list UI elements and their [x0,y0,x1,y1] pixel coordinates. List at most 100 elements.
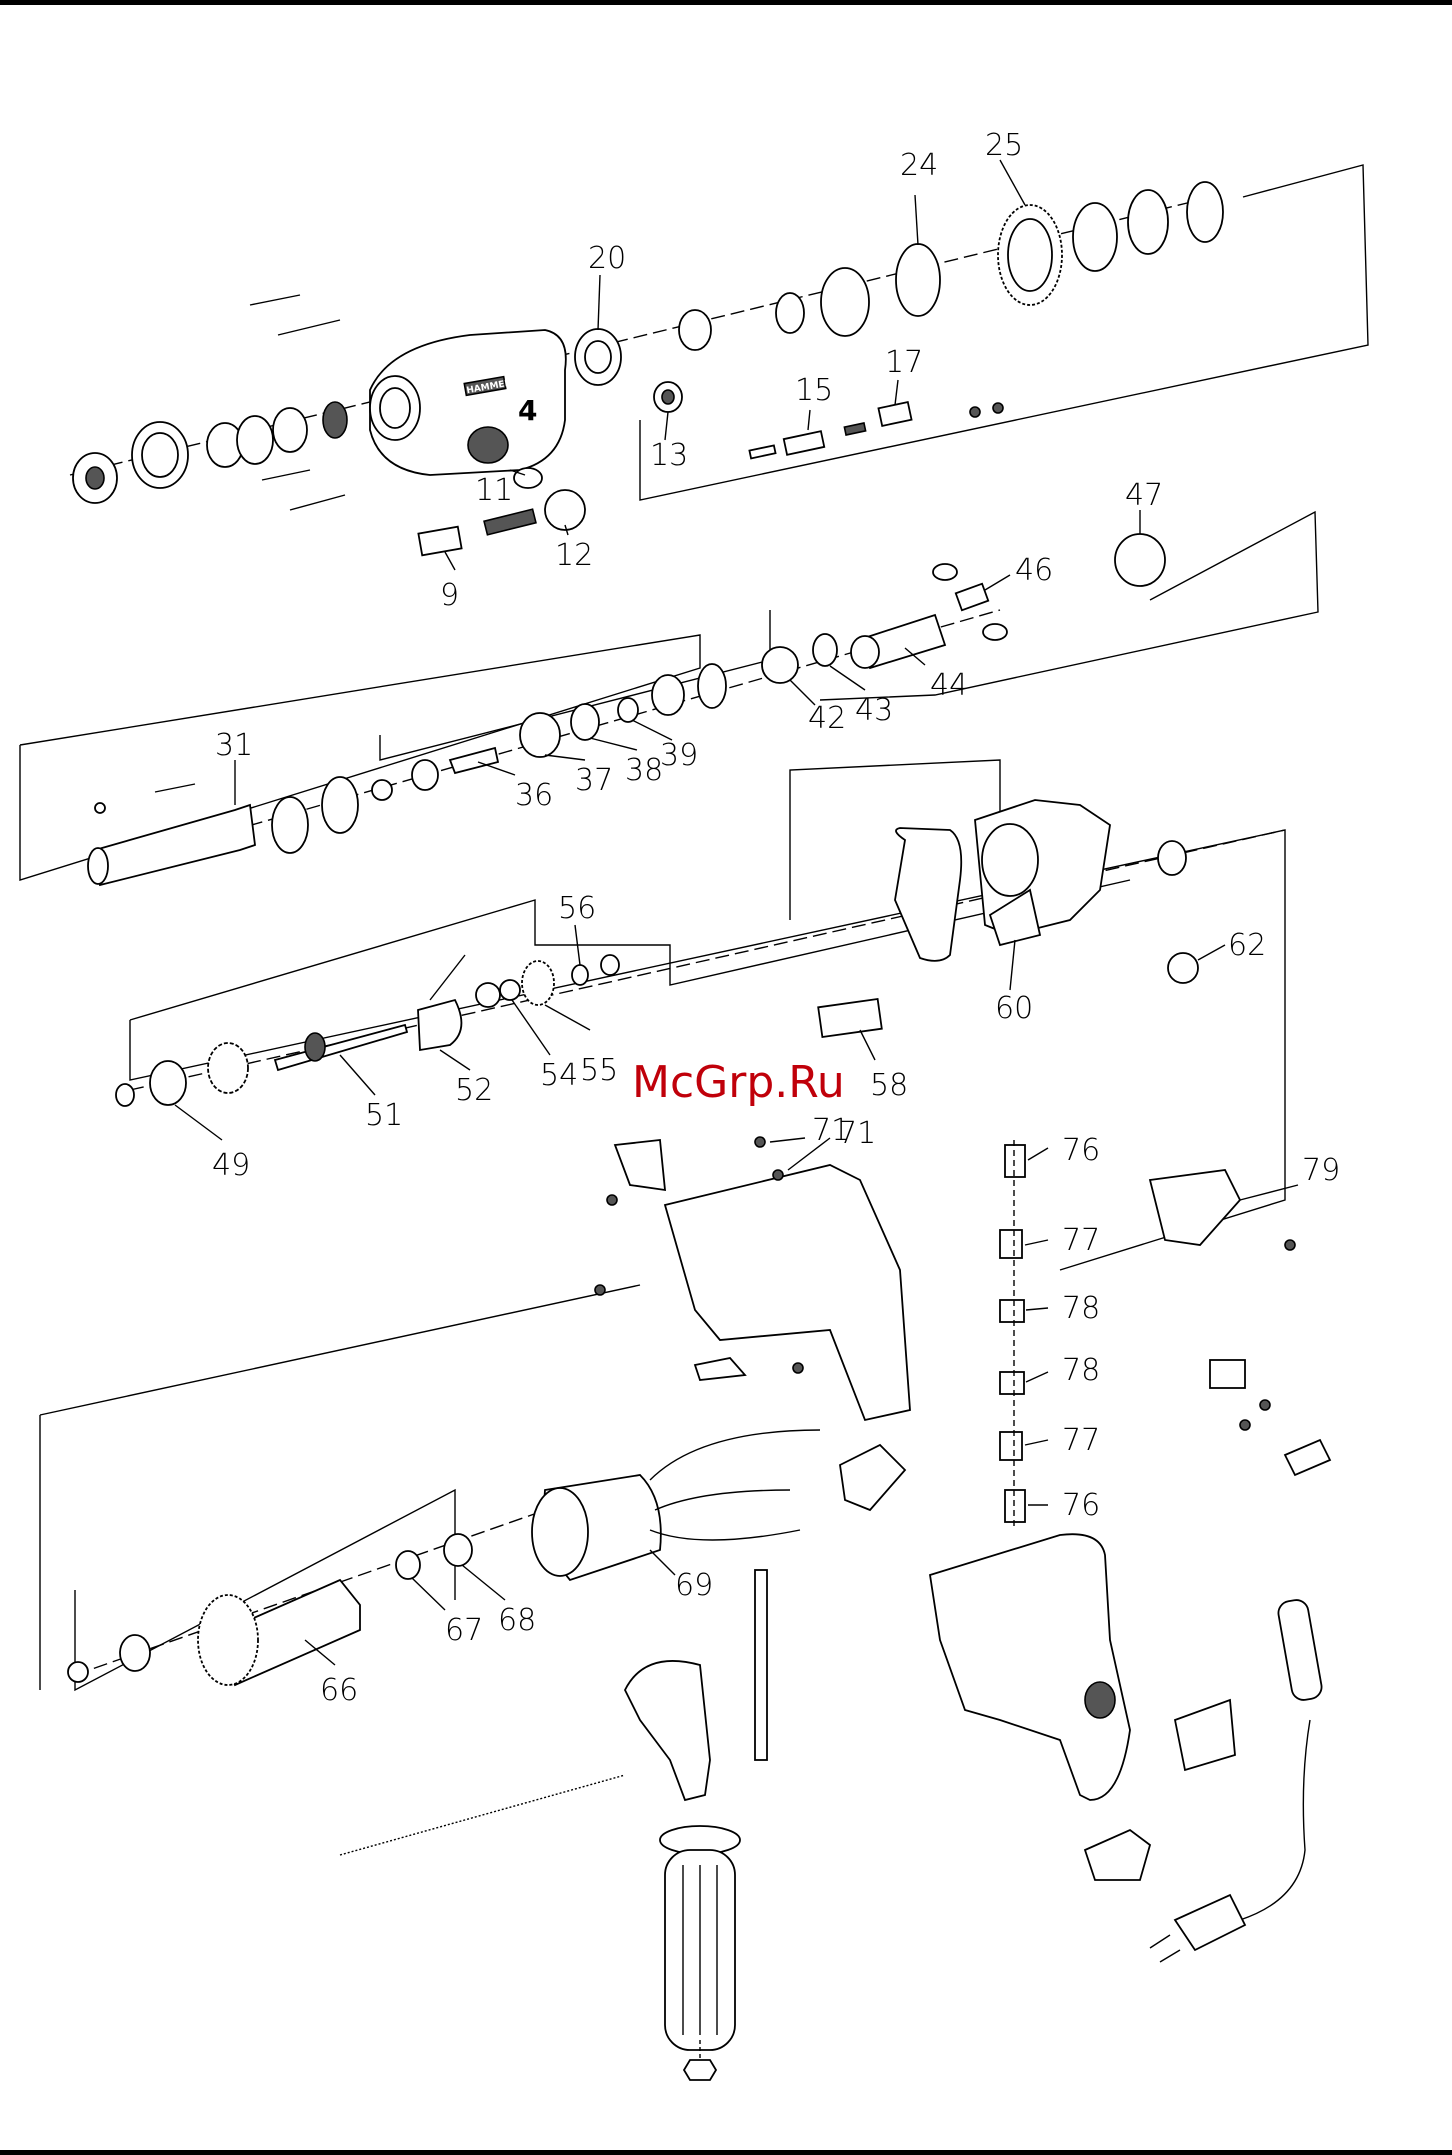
stator-wire-a [650,1430,820,1480]
leader-46 [985,575,1010,590]
part-78-cap-top [1000,1300,1024,1322]
bearing-c [1158,841,1186,875]
group-front-housing: HAMMER 4 [70,165,1368,555]
leader-52 [440,1050,470,1070]
spring-c [484,509,536,535]
o-ring-d [983,624,1007,640]
leader-55 [545,1005,590,1030]
leader-78b [1026,1372,1048,1382]
part-36-striker [450,748,498,773]
cord-clamp [1285,1440,1330,1475]
part-76-brush-top [1005,1145,1025,1177]
shaft-gear [305,1033,325,1061]
leader-60 [1010,940,1015,990]
leader-15 [808,410,810,430]
group-outline-7 [130,880,1130,1020]
screw-c [262,470,310,480]
part-79-switch [1150,1170,1240,1245]
part-17-latch [878,402,911,426]
part-42-piston [762,647,798,683]
power-cord [1240,1720,1310,1920]
callout-79: 79 [1302,1153,1340,1188]
depth-rod [340,1775,625,1855]
spring-d [208,1043,248,1093]
seal-b [652,675,684,715]
part-31-barrel [95,805,255,885]
callout-46: 46 [1015,553,1053,588]
part-11-ring [514,468,542,488]
stator-wire-c [650,1530,800,1540]
leader-49 [175,1105,222,1140]
leader-67 [412,1578,445,1610]
callout-11: 11 [475,473,513,508]
armature-fan [198,1595,258,1685]
part-51-shaft [275,1025,407,1070]
callout-37: 37 [575,763,613,798]
clutch-spring [821,268,869,336]
callout-67: 67 [445,1613,483,1648]
leader-71a [770,1138,805,1142]
screw-a [250,295,300,305]
housing-badge-number: 4 [518,394,537,427]
callout-47: 47 [1125,478,1163,513]
callout-20: 20 [588,241,626,276]
rear-housing [930,1534,1130,1800]
callout-leaders [175,160,1298,1665]
part-38-ring [571,704,599,740]
screw-71a [755,1137,765,1147]
part-77-holder-top [1000,1230,1022,1258]
housing-bore [982,824,1038,896]
callout-78: 78 [1062,1353,1100,1388]
leader-76a [1028,1148,1048,1160]
callout-77: 77 [1062,1223,1100,1258]
washer-b [372,780,392,800]
bushing-b [68,1662,88,1682]
coil-spring [273,408,307,452]
screw-d [290,495,345,510]
callout-42: 42 [808,701,846,736]
plug-pin-a [1150,1935,1170,1948]
callout-36: 36 [515,778,553,813]
rear-cover-b [1085,1830,1150,1880]
leader-68 [462,1565,505,1600]
callout-52: 52 [455,1073,493,1108]
part-68-ring [444,1534,472,1566]
leader-58 [860,1030,875,1060]
screw-g [607,1195,617,1205]
spring-washer [237,416,273,464]
callout-76: 76 [1062,1488,1100,1523]
callout-25: 25 [985,128,1023,163]
screw-71b [773,1170,783,1180]
cord-sleeve [1175,1700,1235,1770]
screw-b [278,320,340,335]
stator-bore [532,1488,588,1576]
leader-37 [545,755,585,760]
callout-76: 76 [1062,1133,1100,1168]
label-plate [615,1140,665,1190]
retaining-ring-a [1073,203,1117,271]
screw-j [1285,1240,1295,1250]
leader-78a [1026,1308,1048,1310]
part-24-gear-hub [896,244,940,316]
part-56-washer [572,965,588,985]
cord-protector [1277,1598,1324,1702]
part-62-bushing [1168,953,1198,983]
washer-a [679,310,711,350]
group-outline-2 [820,512,1318,700]
front-cap-hole [86,467,104,489]
callout-78: 78 [1062,1291,1100,1326]
callout-24: 24 [900,148,938,183]
callout-labels: 2524201315171112947464443423136373839566… [212,128,1340,1708]
part-76-brush-bottom [1005,1490,1025,1522]
stator-wire-b [655,1490,790,1510]
leader-17 [895,380,898,405]
barrel-tip [88,848,108,884]
o-ring-c [933,564,957,580]
leader-25 [1000,160,1025,205]
plug [1175,1895,1245,1950]
callout-39: 39 [660,738,698,773]
inner-support [695,1358,745,1380]
leader-38 [590,738,637,750]
callout-38: 38 [625,753,663,788]
group-motor [40,1137,1330,2080]
